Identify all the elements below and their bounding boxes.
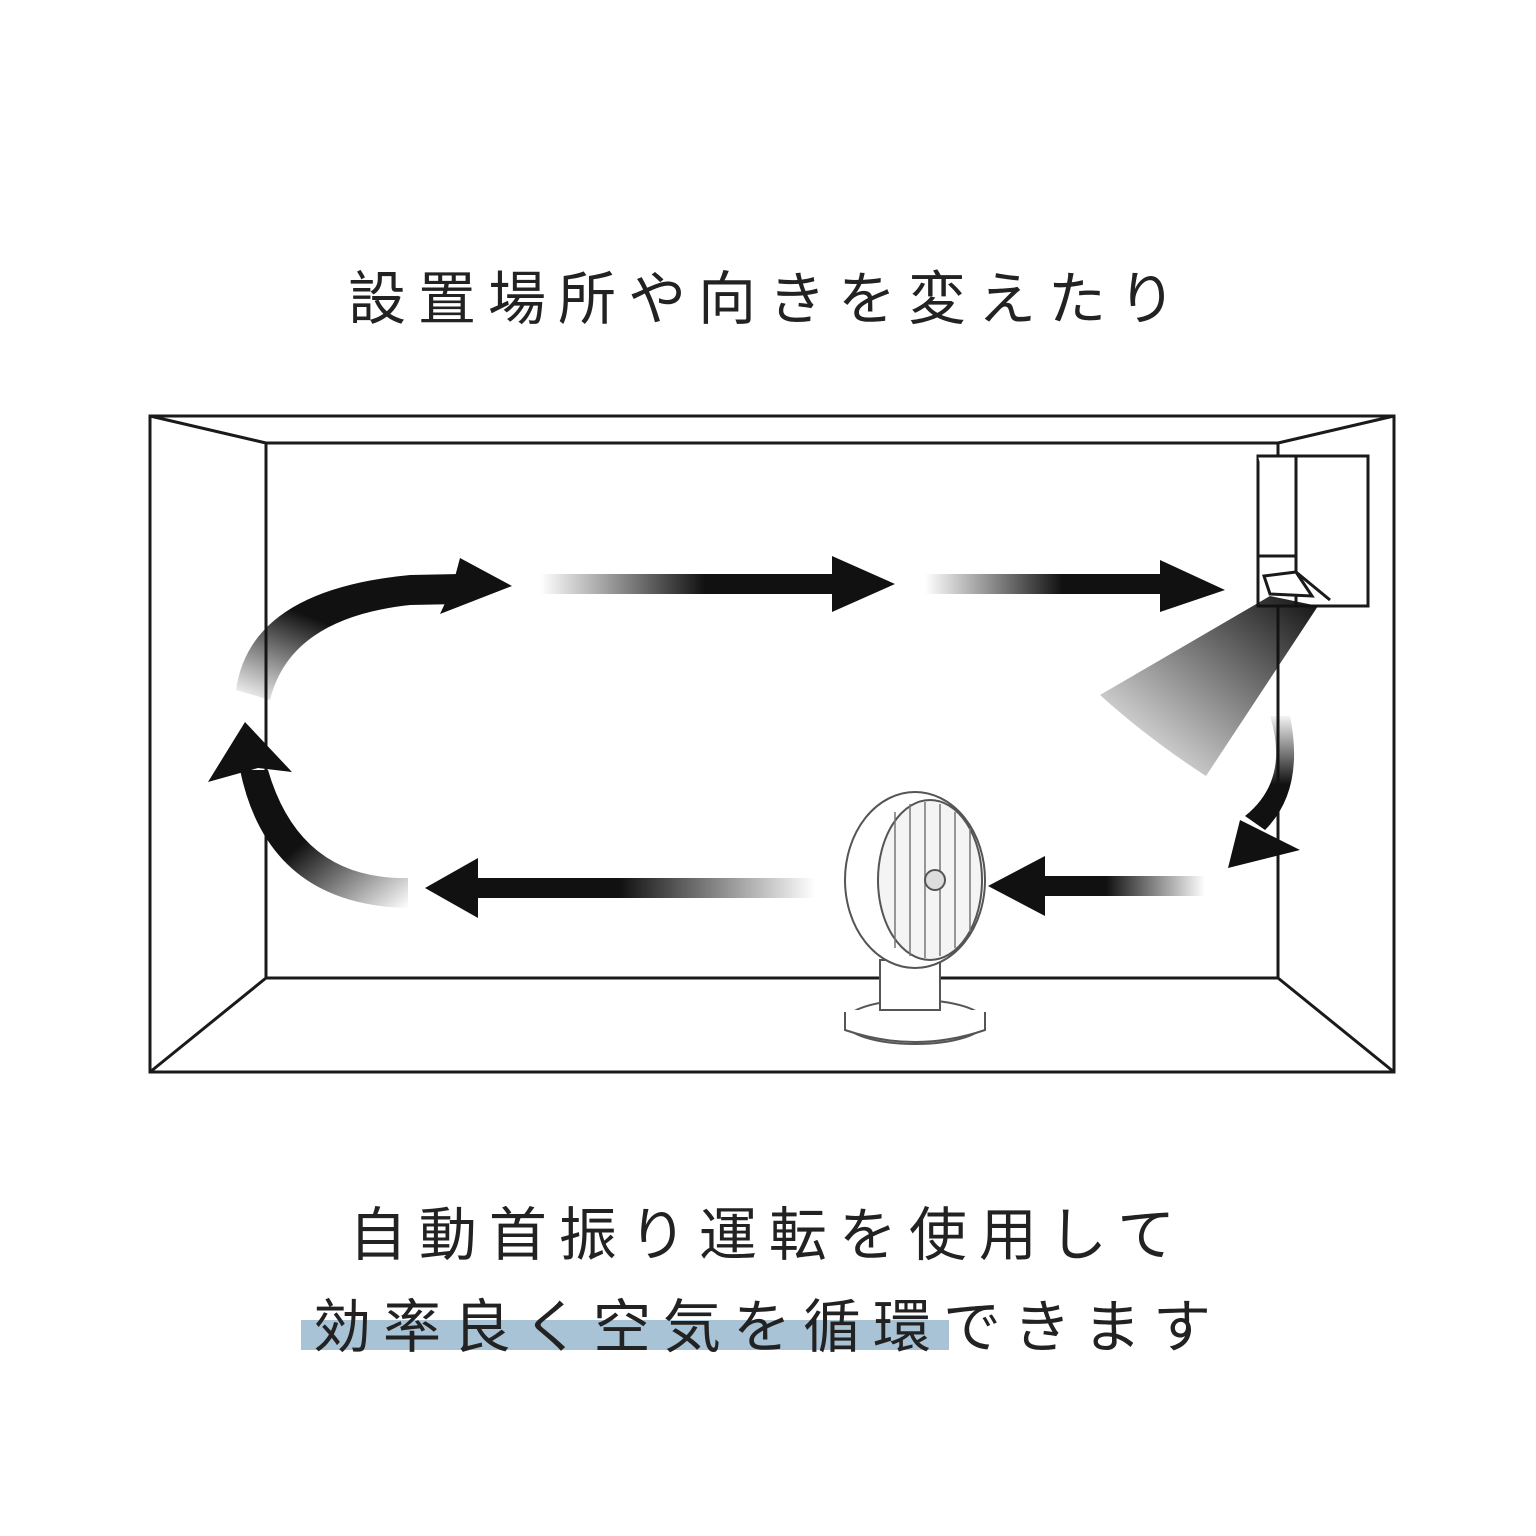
air-conditioner-icon	[1256, 454, 1370, 608]
caption-line-1: 自動首振り運転を使用して	[348, 1201, 1188, 1269]
airflow-arrow-icon	[925, 560, 1225, 612]
caption-line-2-rest: できます	[943, 1293, 1224, 1361]
page-title: 設置場所や向きを変えたり	[347, 265, 1188, 333]
airflow-arrow-icon	[1228, 716, 1300, 868]
airflow-arrow-icon	[425, 858, 815, 918]
airflow-arrow-icon	[988, 856, 1205, 916]
ac-airflow-beam	[1100, 596, 1318, 776]
airflow-arrow-icon	[540, 556, 895, 612]
airflow-arrow-icon	[208, 722, 408, 908]
airflow-arrow-icon	[236, 558, 512, 700]
room-outline	[148, 414, 1396, 1074]
caption-highlight: 効率良く空気を循環	[300, 1280, 950, 1364]
caption-line-2: 効率良く空気を循環できます	[0, 1280, 1536, 1364]
circulator-fan-icon	[844, 791, 986, 1045]
